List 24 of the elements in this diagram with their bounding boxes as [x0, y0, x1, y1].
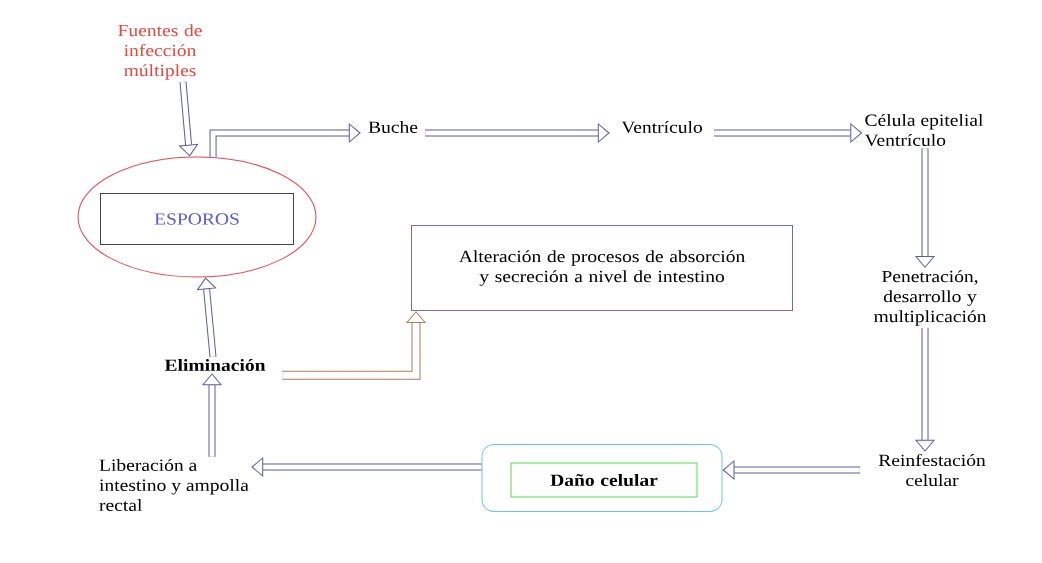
block-arrow [251, 457, 482, 477]
block-arrow [202, 373, 222, 457]
spores-box: ESPOROS [100, 193, 294, 245]
block-arrow [722, 460, 860, 480]
block-arrow [714, 123, 863, 143]
block-arrow [197, 277, 217, 358]
bent-arrow [282, 311, 426, 380]
rounded-box [481, 444, 723, 512]
step-text: Célula epitelial Ventrículo [864, 113, 984, 147]
block-arrow [425, 123, 610, 143]
damage-box: Daño celular [510, 462, 698, 498]
bent-arrow [209, 123, 361, 158]
step-text: Ventrículo [621, 120, 702, 134]
step-text: Liberación a intestino y ampolla rectal [99, 459, 249, 511]
process-box: Alteración de procesos de absorción y secreción a nivel de intestino [411, 225, 793, 311]
block-arrow [915, 327, 935, 452]
step-text: Reinfestación celular [878, 453, 986, 487]
ellipse [77, 156, 317, 278]
step-text: Penetración, desarrollo y multiplicación [873, 270, 987, 326]
step-text: Eliminación [164, 359, 266, 371]
block-arrow [179, 81, 199, 157]
source-text: Fuentes de infección múltiples [118, 24, 202, 80]
step-text: Buche [368, 121, 418, 133]
block-arrow [915, 148, 935, 268]
